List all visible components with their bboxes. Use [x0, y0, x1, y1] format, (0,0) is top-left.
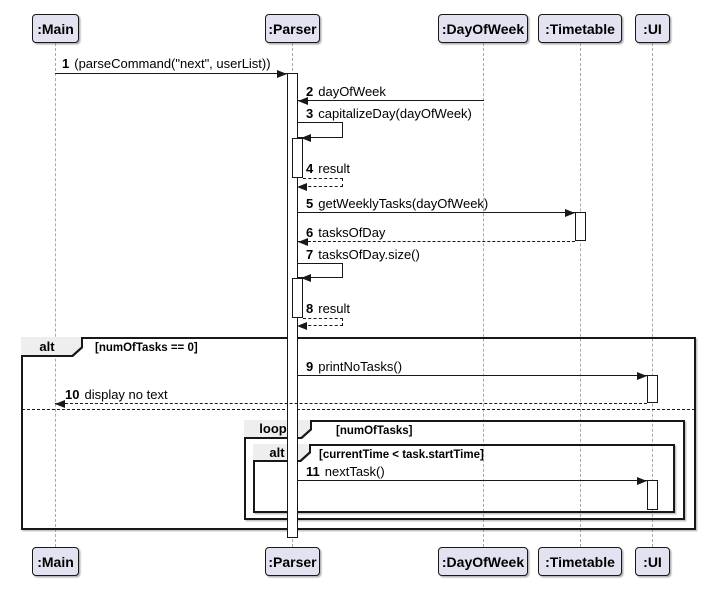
participant-main-bottom: :Main: [32, 547, 79, 576]
fragment-loop-guard: [numOfTasks]: [336, 425, 413, 437]
fragment-alt-inner-label-pentagon: alt: [253, 444, 311, 462]
activation-ui-1: [647, 375, 658, 403]
message-7-self-arrow: [298, 263, 343, 282]
message-2-arrow: [298, 96, 484, 105]
fragment-alt-inner-guard: [currentTime < task.startTime]: [319, 449, 484, 461]
lifeline-main: [55, 43, 56, 547]
activation-parser-nested2: [292, 278, 303, 318]
fragment-alt-outer: alt [numOfTasks == 0]: [21, 337, 696, 530]
message-3-self-arrow: [298, 122, 343, 142]
fragment-loop-label: loop: [259, 421, 287, 436]
fragment-alt-outer-label: alt: [39, 338, 55, 354]
participant-dayofweek-bottom: :DayOfWeek: [438, 547, 528, 576]
participant-ui-bottom: :UI: [635, 547, 670, 576]
activation-ui-2: [647, 480, 658, 510]
message-10-arrow: [55, 399, 647, 408]
participant-parser-bottom: :Parser: [265, 547, 320, 576]
activation-parser-nested1: [292, 138, 303, 178]
alt-divider: [22, 409, 695, 410]
lifeline-timetable: [580, 43, 581, 547]
fragment-alt-outer-guard: [numOfTasks == 0]: [95, 342, 198, 354]
message-1-label: 1(parseCommand("next", userList)): [62, 56, 271, 71]
fragment-alt-inner-label: alt: [269, 444, 285, 460]
participant-timetable-top: :Timetable: [538, 14, 622, 43]
message-11-arrow: [298, 476, 647, 485]
lifeline-ui: [652, 43, 653, 547]
participant-parser-top: :Parser: [265, 14, 320, 43]
fragment-alt-outer-label-pentagon: alt: [21, 337, 83, 357]
lifeline-dayofweek: [483, 43, 484, 547]
message-8-return-arrow: [297, 318, 343, 330]
participant-main-top: :Main: [32, 14, 79, 43]
message-1-arrow: [55, 69, 287, 78]
message-6-arrow: [298, 237, 575, 246]
message-4-return-arrow: [297, 178, 343, 191]
participant-timetable-bottom: :Timetable: [538, 547, 622, 576]
activation-timetable: [575, 212, 586, 241]
message-5-arrow: [298, 208, 575, 217]
message-9-arrow: [298, 371, 647, 380]
participant-dayofweek-top: :DayOfWeek: [438, 14, 528, 43]
fragment-loop-label-pentagon: loop: [244, 420, 312, 439]
participant-ui-top: :UI: [635, 14, 670, 43]
